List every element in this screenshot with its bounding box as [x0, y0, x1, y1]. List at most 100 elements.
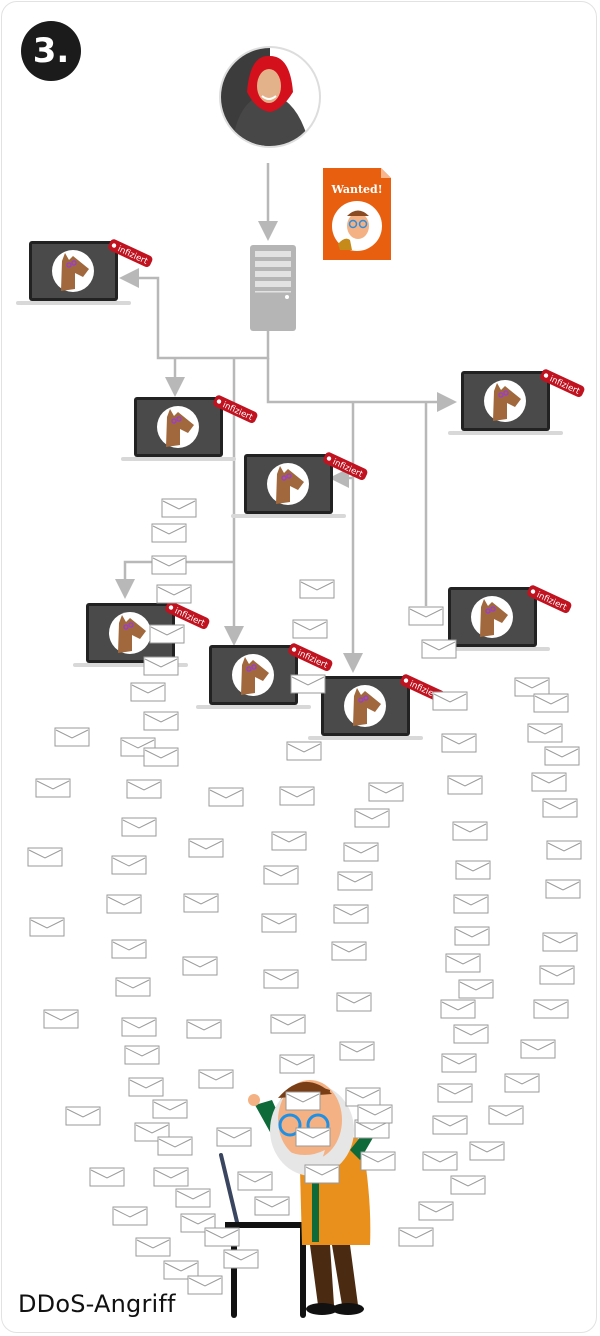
email-envelope-icon — [520, 1039, 556, 1059]
email-envelope-icon — [175, 1188, 211, 1208]
email-envelope-icon — [453, 894, 489, 914]
email-envelope-icon — [208, 787, 244, 807]
email-envelope-icon — [398, 1227, 434, 1247]
email-envelope-icon — [454, 926, 490, 946]
email-envelope-icon — [299, 579, 335, 599]
email-envelope-icon — [29, 917, 65, 937]
infected-laptop: infiziert — [448, 369, 585, 435]
email-envelope-icon — [542, 798, 578, 818]
email-envelope-icon — [421, 639, 457, 659]
email-envelope-icon — [445, 953, 481, 973]
email-envelope-icon — [35, 778, 71, 798]
email-envelope-icon — [89, 1167, 125, 1187]
email-envelope-icon — [337, 871, 373, 891]
email-envelope-icon — [128, 1077, 164, 1097]
email-envelope-icon — [533, 999, 569, 1019]
trojan-horse-icon — [118, 615, 146, 653]
email-envelope-icon — [447, 775, 483, 795]
email-envelope-icon — [271, 831, 307, 851]
wanted-label: Wanted! — [330, 183, 382, 196]
email-envelope-icon — [452, 821, 488, 841]
email-envelope-icon — [130, 682, 166, 702]
email-envelope-icon — [143, 711, 179, 731]
trojan-horse-icon — [480, 599, 508, 637]
trojan-horse-icon — [353, 688, 381, 726]
email-envelope-icon — [112, 1206, 148, 1226]
infected-laptop: infiziert — [308, 674, 445, 740]
email-envelope-icon — [533, 693, 569, 713]
email-envelope-icon — [453, 1024, 489, 1044]
email-envelope-icon — [455, 860, 491, 880]
email-envelope-icon — [270, 1014, 306, 1034]
email-envelope-icon — [441, 733, 477, 753]
email-envelope-icon — [198, 1069, 234, 1089]
email-envelope-icon — [157, 1136, 193, 1156]
email-envelope-icon — [408, 606, 444, 626]
email-envelope-icon — [333, 904, 369, 924]
email-envelope-icon — [290, 674, 326, 694]
email-envelope-icon — [204, 1227, 240, 1247]
email-envelope-icon — [163, 1260, 199, 1280]
email-envelope-icon — [437, 1083, 473, 1103]
email-envelope-icon — [182, 956, 218, 976]
email-envelope-icon — [149, 624, 185, 644]
email-envelope-icon — [151, 555, 187, 575]
email-envelope-icon — [343, 842, 379, 862]
email-envelope-icon — [153, 1167, 189, 1187]
email-envelope-icon — [345, 1087, 381, 1107]
email-envelope-icon — [292, 619, 328, 639]
caption-title: DDoS-Angriff — [18, 1290, 176, 1318]
email-envelope-icon — [115, 977, 151, 997]
email-envelope-icon — [151, 523, 187, 543]
email-envelope-icon — [441, 1053, 477, 1073]
trojan-horse-icon — [493, 383, 521, 421]
email-envelope-icon — [286, 741, 322, 761]
trojan-horse-icon — [166, 409, 194, 447]
email-envelope-icon — [152, 1099, 188, 1119]
email-envelope-icon — [469, 1141, 505, 1161]
email-envelope-icon — [418, 1201, 454, 1221]
infected-laptop: infiziert — [435, 585, 572, 651]
email-envelope-icon — [126, 779, 162, 799]
infected-laptop: infiziert — [196, 643, 333, 709]
email-envelope-icon — [263, 969, 299, 989]
email-envelope-icon — [514, 677, 550, 697]
email-envelope-icon — [261, 913, 297, 933]
email-envelope-icon — [304, 1164, 340, 1184]
email-envelope-icon — [143, 656, 179, 676]
hacker-avatar — [219, 46, 321, 148]
email-envelope-icon — [188, 838, 224, 858]
email-envelope-icon — [156, 584, 192, 604]
email-envelope-icon — [331, 941, 367, 961]
infected-laptop: infiziert — [231, 452, 368, 518]
email-envelope-icon — [135, 1237, 171, 1257]
step-number-badge: 3. — [21, 21, 81, 81]
email-envelope-icon — [539, 965, 575, 985]
trojan-horse-icon — [241, 657, 269, 695]
email-envelope-icon — [187, 1275, 223, 1295]
email-envelope-icon — [263, 865, 299, 885]
email-envelope-icon — [295, 1127, 331, 1147]
network-connections — [115, 163, 457, 673]
wanted-poster: Wanted! — [323, 168, 391, 260]
email-envelope-icon — [336, 992, 372, 1012]
email-envelope-icon — [223, 1249, 259, 1269]
infected-laptop: infiziert — [16, 239, 153, 305]
trojan-horse-icon — [61, 253, 89, 291]
email-envelope-icon — [545, 879, 581, 899]
email-envelope-icon — [339, 1041, 375, 1061]
email-envelope-icon — [279, 1054, 315, 1074]
email-envelope-icon — [183, 893, 219, 913]
email-envelope-icon — [422, 1151, 458, 1171]
email-envelope-icon — [432, 691, 468, 711]
email-envelope-icon — [254, 1196, 290, 1216]
email-envelope-icon — [354, 808, 390, 828]
email-envelope-icon — [27, 847, 63, 867]
email-envelope-icon — [285, 1091, 321, 1111]
email-envelope-icon — [121, 817, 157, 837]
email-envelope-icon — [488, 1105, 524, 1125]
email-envelope-icon — [360, 1151, 396, 1171]
email-envelope-icon — [542, 932, 578, 952]
email-envelope-icon — [504, 1073, 540, 1093]
